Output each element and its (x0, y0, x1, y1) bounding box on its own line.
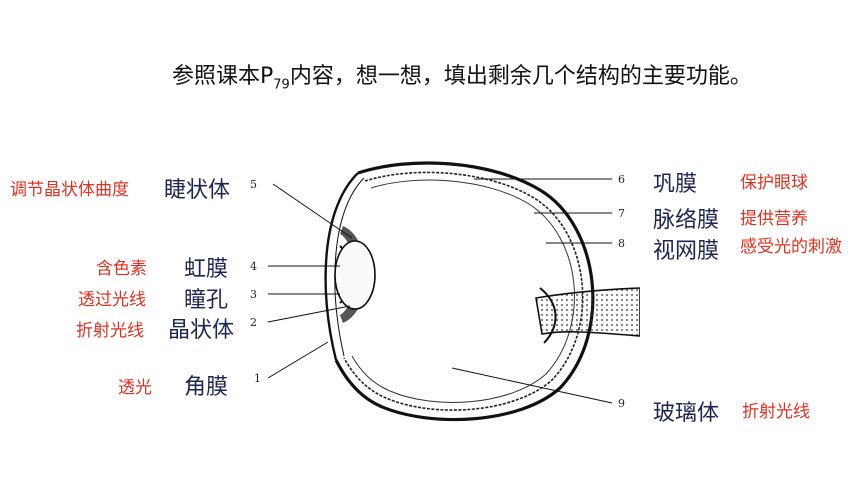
choroid-outline (343, 171, 584, 411)
cornea-inner (334, 177, 365, 357)
function-label-ciliary-body: 调节晶状体曲度 (10, 180, 129, 200)
marker-8: 8 (618, 237, 625, 250)
marker-9: 9 (618, 397, 625, 410)
marker-1: 1 (254, 372, 261, 385)
structure-label-cornea: 角膜 (184, 375, 229, 400)
marker-7: 7 (618, 207, 625, 220)
instruction-text: 参照课本P79内容，想一想，填出剩余几个结构的主要功能。 (172, 64, 752, 93)
eye-diagram: 5 4 3 2 1 6 7 8 9 (250, 161, 640, 422)
leader-line-2 (267, 305, 351, 323)
sclera-outline (334, 161, 595, 422)
function-label-vitreous: 折射光线 (742, 402, 810, 422)
structure-label-iris: 虹膜 (184, 257, 229, 282)
retina-outline (351, 179, 575, 403)
marker-2: 2 (250, 316, 257, 329)
structure-label-retina: 视网膜 (653, 239, 720, 264)
function-label-iris: 含色素 (96, 259, 147, 279)
structure-label-lens: 晶状体 (168, 318, 235, 343)
marker-6: 6 (618, 173, 625, 186)
structure-label-pupil: 瞳孔 (184, 288, 229, 313)
leader-line-5 (272, 183, 353, 239)
function-label-sclera: 保护眼球 (740, 173, 808, 193)
leader-line-9 (451, 367, 613, 404)
optic-disc (539, 287, 557, 344)
marker-3: 3 (250, 288, 257, 301)
structure-label-choroid: 脉络膜 (653, 208, 720, 233)
structure-label-sclera: 巩膜 (653, 172, 698, 197)
optic-nerve (535, 287, 640, 337)
leader-line-1 (267, 341, 329, 379)
function-label-lens: 折射光线 (76, 321, 144, 341)
function-label-choroid: 提供营养 (740, 209, 808, 229)
structure-label-ciliary-body: 睫状体 (164, 178, 231, 203)
structure-label-vitreous: 玻璃体 (653, 401, 720, 426)
function-label-retina: 感受光的刺激 (740, 237, 842, 257)
marker-5: 5 (250, 178, 257, 191)
lens-shape (334, 240, 376, 310)
marker-4: 4 (250, 260, 257, 273)
cornea-outline (324, 172, 359, 361)
function-label-cornea: 透光 (118, 378, 152, 398)
function-label-pupil: 透过光线 (78, 290, 146, 310)
